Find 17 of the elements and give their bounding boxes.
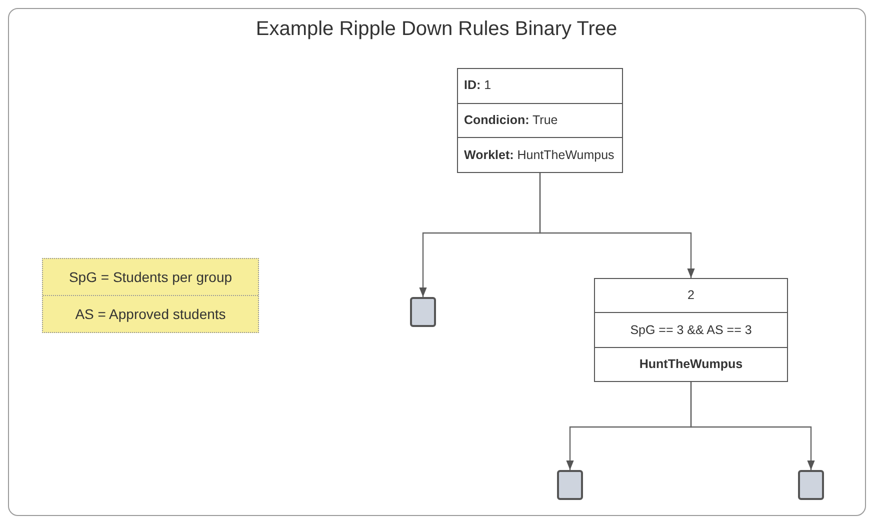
rule-node-box bbox=[594, 278, 788, 382]
diagram-title: Example Ripple Down Rules Binary Tree bbox=[254, 17, 618, 42]
abbreviation-note bbox=[42, 258, 259, 333]
rule-node-box bbox=[457, 68, 623, 173]
rule-worklet: Worklet: HuntTheWumpus bbox=[464, 146, 614, 164]
connector-arrow bbox=[690, 382, 815, 470]
rule-id: ID: 1 bbox=[464, 77, 492, 94]
rule-condition: SpG == 3 && AS == 3 bbox=[630, 322, 752, 339]
empty-leaf-box bbox=[410, 297, 436, 327]
rule-id: 2 bbox=[688, 287, 694, 304]
empty-leaf-box bbox=[798, 470, 824, 500]
abbreviation-text: AS = Approved students bbox=[75, 304, 226, 324]
rule-worklet: HuntTheWumpus bbox=[639, 356, 743, 373]
abbreviation-text: SpG = Students per group bbox=[68, 268, 232, 287]
empty-leaf-box bbox=[557, 470, 583, 500]
connector-arrow bbox=[539, 173, 695, 278]
rule-condition: Condicion: True bbox=[464, 112, 558, 130]
